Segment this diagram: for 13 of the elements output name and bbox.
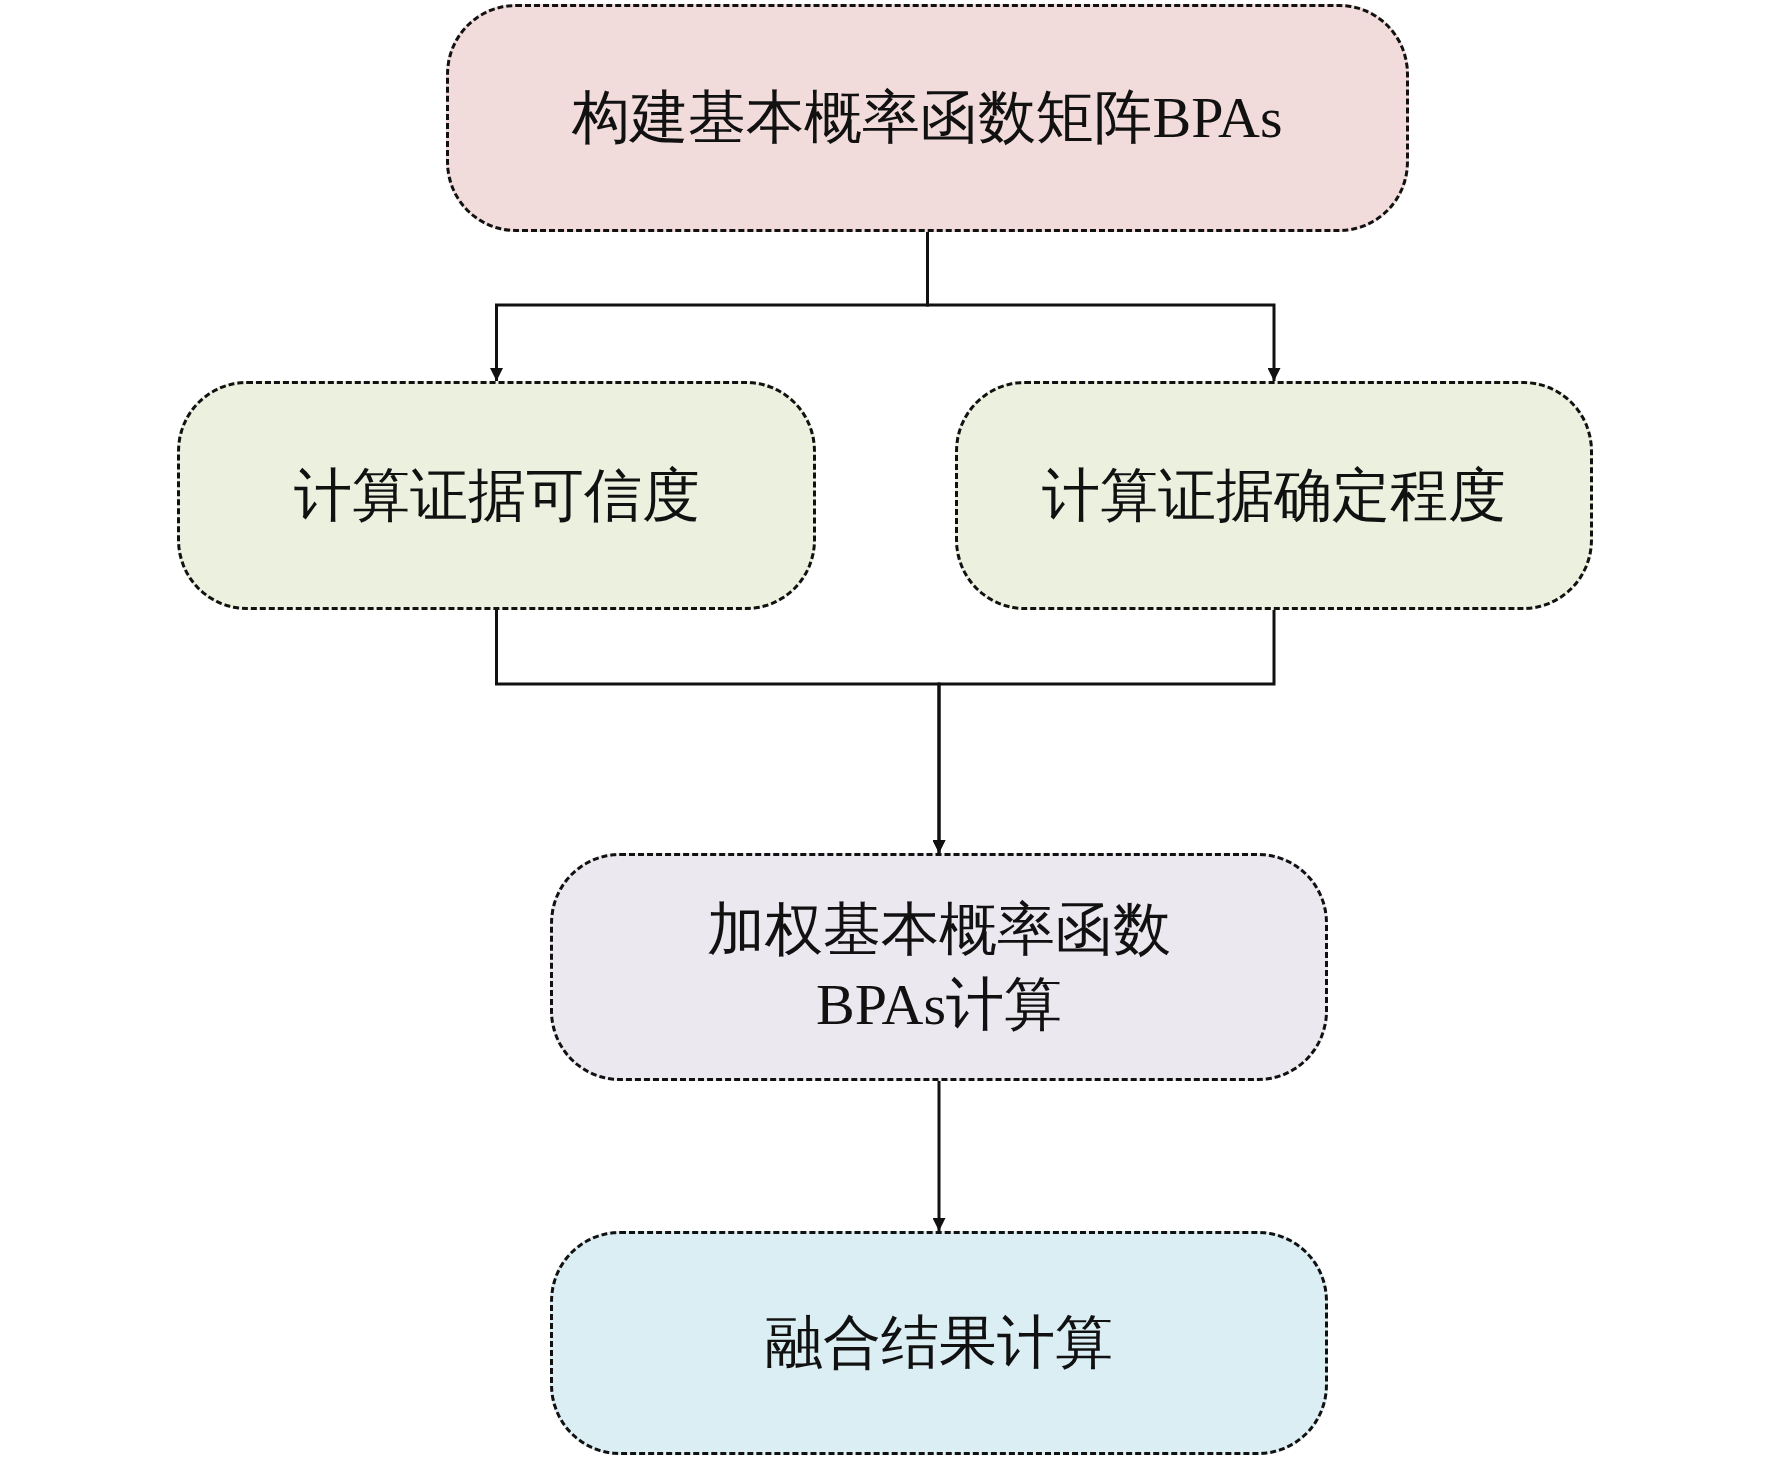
box-label: 融合结果计算	[765, 1309, 1113, 1378]
box-label: 计算证据确定程度	[1042, 461, 1506, 530]
arrow	[926, 232, 1281, 381]
arrow	[932, 610, 1276, 853]
process-box	[550, 1231, 1328, 1455]
process-box	[550, 853, 1328, 1081]
box-label: 构建基本概率函数矩阵BPAs	[572, 84, 1283, 153]
box-label: 计算证据可信度	[293, 461, 700, 530]
arrow	[932, 1081, 946, 1231]
process-box	[177, 381, 816, 610]
process-box	[446, 4, 1409, 232]
box-label: 加权基本概率函数BPAs计算	[706, 895, 1172, 1039]
process-box	[955, 381, 1593, 610]
